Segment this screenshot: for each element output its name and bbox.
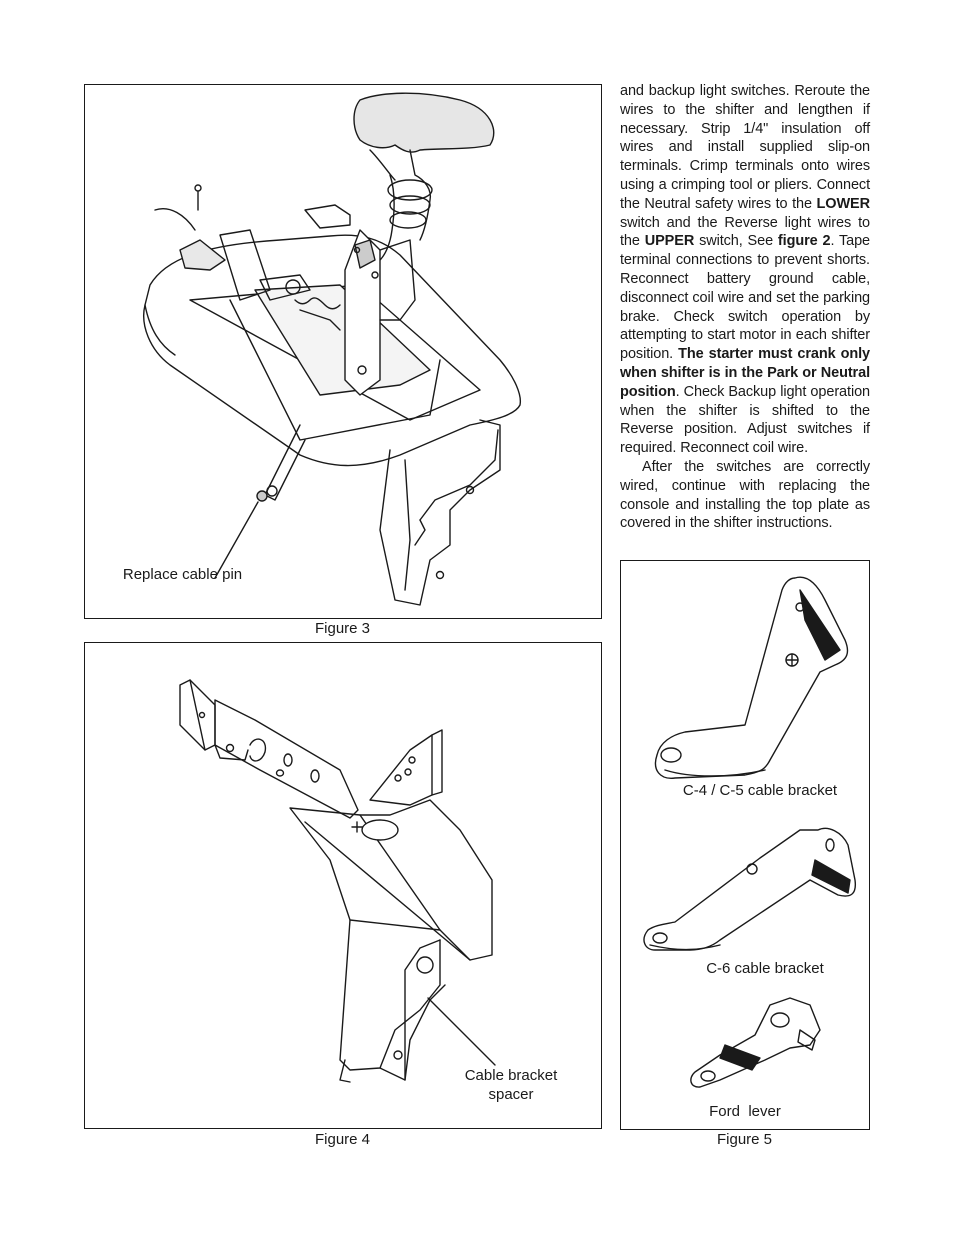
text-run: switch and the Reverse light wires to th…	[620, 214, 870, 250]
text-run: and backup light switches. Reroute the w…	[620, 83, 870, 212]
text-run: . Tape terminal connections to prevent s…	[620, 233, 871, 363]
text-figure-reference: figure 2	[777, 233, 831, 250]
figure-5-label-c4-c5: C-4 / C-5 cable bracket	[682, 782, 838, 799]
figure-3-callout-label: Replace cable pin	[122, 566, 243, 583]
figure-5-label-ford: Ford lever	[709, 1103, 781, 1120]
instruction-paragraph-2: After the switches are correctly wired, …	[620, 458, 870, 532]
text-run: . Check Backup light operation when the …	[620, 383, 870, 457]
figure-4-callout-label: Cable bracket spacer	[450, 1066, 572, 1104]
figure-4-caption: Figure 4	[314, 1131, 371, 1148]
text-lower-emphasis: LOWER	[816, 195, 871, 212]
figure-4-callout-line-1: Cable bracket	[464, 1067, 558, 1084]
figure-3-caption: Figure 3	[314, 620, 371, 637]
instruction-text: and backup light switches. Reroute the w…	[620, 82, 870, 533]
figure-4-callout-line-2: spacer	[488, 1086, 534, 1103]
figure-5-caption: Figure 5	[716, 1131, 773, 1148]
text-upper-emphasis: UPPER	[644, 233, 695, 250]
instruction-paragraph-1: and backup light switches. Reroute the w…	[620, 82, 870, 458]
figure-5-label-c6: C-6 cable bracket	[706, 960, 824, 977]
text-run: switch, See	[694, 233, 778, 250]
text-warning-emphasis: The starter must crank only when shifter…	[620, 346, 870, 400]
figure-4-frame	[84, 642, 602, 1129]
